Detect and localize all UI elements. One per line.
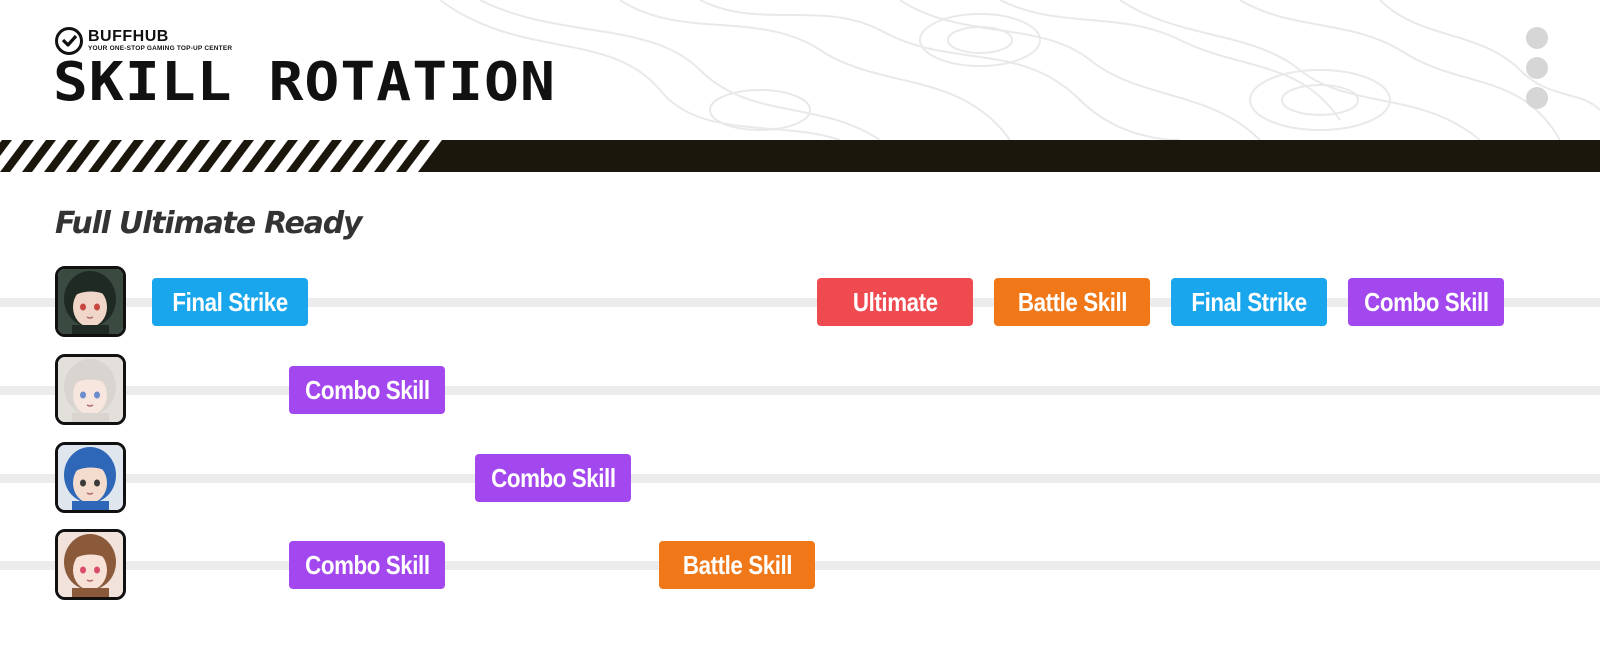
portrait-icon [58, 445, 123, 510]
skill-battle-skill-button[interactable]: Battle Skill [994, 277, 1150, 326]
stripe-mark [0, 140, 12, 156]
stripe-mark [0, 140, 34, 172]
stripe-mark [132, 140, 166, 172]
skill-label: Battle Skill [1017, 286, 1127, 317]
dot-icon [1526, 27, 1548, 49]
skill-label: Final Strike [1191, 286, 1307, 317]
skill-label: Battle Skill [682, 549, 792, 580]
portrait-icon [58, 532, 123, 597]
stripe-mark [286, 140, 320, 172]
stripe-mark [22, 140, 56, 172]
stripe-mark [308, 140, 342, 172]
section-title: Full Ultimate Ready [55, 206, 363, 241]
stripe-mark [66, 140, 100, 172]
stripe-mark [242, 140, 276, 172]
stripe-mark [374, 140, 408, 172]
character-avatar-1[interactable] [55, 266, 126, 337]
skill-ultimate-button[interactable]: Ultimate [817, 277, 973, 326]
stripe-mark [88, 140, 122, 172]
skill-combo-skill-button[interactable]: Combo Skill [475, 453, 631, 502]
stripe-mark [396, 140, 430, 172]
skill-final-strike-button[interactable]: Final Strike [152, 277, 308, 326]
topographic-background [439, 0, 1600, 140]
skill-label: Final Strike [172, 286, 288, 317]
timeline-track [0, 297, 1600, 307]
more-options-button[interactable] [1524, 27, 1550, 113]
skill-label: Combo Skill [304, 549, 430, 580]
timeline-track [0, 473, 1600, 483]
stripe-mark [264, 140, 298, 172]
dot-icon [1526, 57, 1548, 79]
hazard-stripe-divider [0, 140, 1600, 172]
page-title: SKILL ROTATION [53, 50, 556, 113]
skill-combo-skill-button[interactable]: Combo Skill [289, 540, 445, 589]
stripe-mark [110, 140, 144, 172]
skill-label: Ultimate [852, 286, 938, 317]
header: BUFFHUB YOUR ONE-STOP GAMING TOP-UP CENT… [0, 0, 1600, 140]
stripe-mark [220, 140, 254, 172]
skill-label: Combo Skill [490, 462, 616, 493]
stripe-mark [154, 140, 188, 172]
stripe-mark [176, 140, 210, 172]
character-avatar-4[interactable] [55, 529, 126, 600]
skill-label: Combo Skill [1363, 286, 1489, 317]
skill-final-strike-button[interactable]: Final Strike [1171, 277, 1327, 326]
dot-icon [1526, 87, 1548, 109]
skill-combo-skill-button[interactable]: Combo Skill [1348, 277, 1504, 326]
portrait-icon [58, 357, 123, 422]
brand-logo-icon [55, 27, 83, 55]
stripe-mark [330, 140, 364, 172]
brand-name: BUFFHUB [88, 28, 169, 45]
stripe-mark [352, 140, 386, 172]
skill-combo-skill-button[interactable]: Combo Skill [289, 365, 445, 414]
timeline-track [0, 385, 1600, 395]
stripe-mark [44, 140, 78, 172]
skill-battle-skill-button[interactable]: Battle Skill [659, 540, 815, 589]
brand-tagline: YOUR ONE-STOP GAMING TOP-UP CENTER [88, 45, 233, 52]
stripe-mark [198, 140, 232, 172]
skill-label: Combo Skill [304, 374, 430, 405]
character-avatar-2[interactable] [55, 354, 126, 425]
character-avatar-3[interactable] [55, 442, 126, 513]
portrait-icon [58, 269, 123, 334]
